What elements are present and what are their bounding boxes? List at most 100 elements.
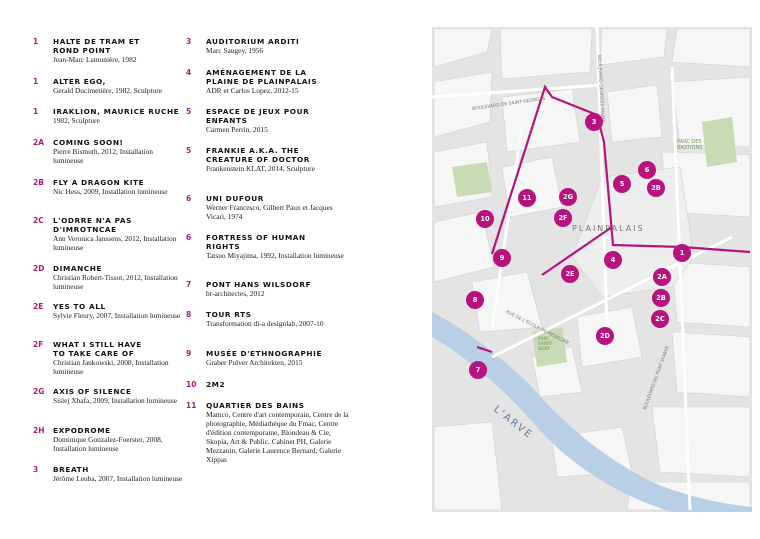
map-marker-7[interactable]: 7 (469, 361, 487, 379)
map-marker-8[interactable]: 8 (466, 291, 484, 309)
map-marker-5[interactable]: 5 (613, 175, 631, 193)
district-label: PLAINPALAIS (572, 224, 645, 233)
legend-number: 2H (33, 426, 45, 435)
map-marker-2e[interactable]: 2E (561, 265, 579, 283)
map-marker-1[interactable]: 1 (673, 244, 691, 262)
legend-number: 2F (33, 340, 44, 349)
legend-title: YES TO ALL (53, 302, 106, 311)
legend-description: 1982, Sculpture (53, 116, 100, 125)
legend-title: PONT HANS WILSDORF (206, 280, 312, 289)
legend-title: AXIS OF SILENCE (53, 387, 132, 396)
route-line (476, 84, 751, 354)
map-marker-2a[interactable]: 2A (653, 268, 671, 286)
legend-title: FRANKIE A.K.A. THE CREATURE OF DOCTOR (206, 146, 311, 164)
legend-title: ESPACE DE JEUX POUR ENFANTS (206, 107, 310, 125)
legend-description: Werner Francesco, Gilbert Paux et Jacque… (206, 203, 333, 221)
map-marker-9[interactable]: 9 (493, 249, 511, 267)
map-marker-3[interactable]: 3 (585, 113, 603, 131)
legend-title: UNI DUFOUR (206, 194, 265, 203)
park-label: PARC DES BASTIONS (677, 139, 703, 151)
legend-number: 2B (33, 178, 44, 187)
legend-description: Ann Veronica Janssens, 2012, Installatio… (53, 234, 177, 252)
legend-description: Sylvie Fleury, 2007, Installation lumine… (53, 311, 181, 320)
map-marker-6[interactable]: 6 (638, 161, 656, 179)
legend-description: Pierre Bismuth, 2012, Installation lumin… (53, 147, 153, 165)
streets (432, 27, 733, 511)
legend-title: HALTE DE TRAM ET ROND POINT (53, 37, 140, 55)
legend-title: BREATH (53, 465, 89, 474)
legend-title: WHAT I STILL HAVE TO TAKE CARE OF (53, 340, 142, 358)
legend-description: br-architectes, 2012 (206, 289, 265, 298)
legend-number: 9 (186, 349, 192, 358)
parks (452, 117, 737, 367)
legend-number: 2D (33, 264, 45, 273)
legend-title: L'ODRRE N'A PAS D'IMROTNCAE (53, 216, 133, 234)
legend-description: Christian Robert-Tissot, 2012, Installat… (53, 273, 178, 291)
legend-description: Jean-Marc Lamunière, 1982 (53, 55, 137, 64)
legend-title: ALTER EGO, (53, 77, 106, 86)
legend-description: Marc Saugey, 1956 (206, 46, 264, 55)
legend-description: Mamco, Centre d'art contemporain, Centre… (206, 410, 349, 464)
map-marker-11[interactable]: 11 (518, 189, 536, 207)
legend-number: 1 (33, 77, 39, 86)
legend-number: 3 (33, 465, 39, 474)
legend-entry: 2A COMING SOON!Pierre Bismuth, 2012, Inst… (33, 138, 183, 165)
legend-title: QUARTIER DES BAINS (206, 401, 305, 410)
legend-number: 2C (33, 216, 44, 225)
map[interactable]: PLAINPALAIS L'ARVE BOULEVARD GEORGES-FAV… (432, 27, 752, 512)
legend-number: 3 (186, 37, 192, 46)
river-arve (432, 312, 752, 512)
legend-number: 8 (186, 310, 192, 319)
legend-title: FORTRESS OF HUMAN RIGHTS (206, 233, 306, 251)
map-marker-2g[interactable]: 2G (559, 188, 577, 206)
legend-description: ADR et Carlos Lopez, 2012-15 (206, 86, 299, 95)
legend-description: Sislej Xhafa, 2009, Installation lumineu… (53, 396, 177, 405)
legend-title: FLY A DRAGON KITE (53, 178, 145, 187)
legend-number: 1 (33, 37, 39, 46)
legend-number: 6 (186, 233, 192, 242)
map-canvas (432, 27, 752, 512)
map-marker-2c[interactable]: 2C (651, 310, 669, 328)
legend-number: 4 (186, 68, 192, 77)
legend-number: 2A (33, 138, 45, 147)
legend-title: EXPODROME (53, 426, 111, 435)
legend-number: 2E (33, 302, 44, 311)
map-marker-2b-bastions[interactable]: 2B (647, 179, 665, 197)
legend-number: 5 (186, 107, 192, 116)
legend-title: 2M2 (206, 380, 226, 389)
map-marker-10[interactable]: 10 (476, 210, 494, 228)
legend-title: MUSÉE D'ETHNOGRAPHIE (206, 349, 323, 358)
legend-title: DIMANCHE (53, 264, 103, 273)
legend-description: Tatsuo Miyajima, 1992, Installation lumi… (206, 251, 344, 260)
legend-number: 2G (33, 387, 45, 396)
map-marker-2d[interactable]: 2D (596, 327, 614, 345)
legend-description: Dominique Gonzalez-Foerster, 2008, Insta… (53, 435, 163, 453)
legend-number: 5 (186, 146, 192, 155)
map-marker-4[interactable]: 4 (604, 251, 622, 269)
legend-number: 7 (186, 280, 192, 289)
legend-description: Jérôme Leuba, 2007, Installation lumineu… (53, 474, 183, 483)
legend-title: COMING SOON! (53, 138, 124, 147)
map-marker-2b[interactable]: 2B (652, 289, 670, 307)
map-marker-2f[interactable]: 2F (554, 209, 572, 227)
